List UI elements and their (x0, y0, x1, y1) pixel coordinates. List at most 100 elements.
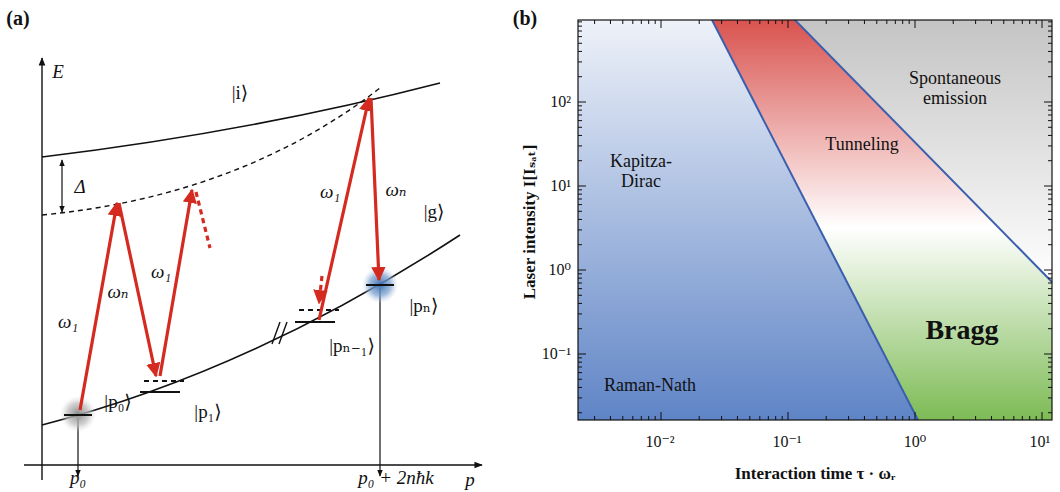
axis-tick (578, 412, 582, 413)
axis-value: p₀ + 2nħk (358, 468, 433, 489)
axis-tick (578, 362, 582, 363)
axis-tick (1048, 105, 1052, 106)
axis-tick (1048, 328, 1052, 329)
region-label: Raman-Nath (604, 376, 696, 396)
axis-tick (578, 110, 582, 111)
axis-tick (759, 20, 760, 24)
axis-tick (622, 416, 623, 420)
axis-tick (578, 194, 582, 195)
axis-tick (1048, 412, 1052, 413)
axis-tick (578, 21, 582, 22)
axis-tick (1048, 61, 1052, 62)
axis-label: E (52, 62, 64, 83)
axis-tick (1048, 127, 1052, 128)
axis-tick (1048, 110, 1052, 111)
axis-tick (578, 160, 582, 161)
axis-tick (578, 120, 582, 121)
axis-tick (1048, 295, 1052, 296)
axis-tick (578, 270, 586, 271)
axis-label: p (465, 469, 475, 490)
axis-tick (1048, 51, 1052, 52)
axis-tick (749, 416, 750, 420)
axis-tick (1044, 270, 1052, 271)
axis-tick (578, 354, 586, 355)
axis-tick (578, 31, 582, 32)
axis-tick (578, 186, 586, 187)
axis-tick (1048, 288, 1052, 289)
state-label: |pₙ⟩ (410, 296, 439, 317)
axis-value: p₀ (70, 468, 86, 489)
axis-tick (578, 189, 582, 190)
axis-tick (578, 303, 582, 304)
state-label: |g⟩ (424, 202, 445, 223)
axis-tick (721, 416, 722, 420)
axis-tick (1048, 120, 1052, 121)
axis-tick (1022, 20, 1023, 24)
frequency-label: ωₙ (107, 282, 128, 303)
axis-tick (1048, 357, 1052, 358)
axis-tick (1029, 416, 1030, 420)
axis-tick (1048, 219, 1052, 220)
axis-tick (886, 416, 887, 420)
axis-tick (1048, 43, 1052, 44)
panel-label: (b) (513, 7, 537, 29)
axis-tick (648, 20, 649, 24)
region-label: Tunneling (825, 135, 898, 155)
axis-tick (1048, 204, 1052, 205)
axis-tick (953, 416, 954, 420)
axis-tick (864, 416, 865, 420)
axis-tick (876, 20, 877, 24)
axis-tick (578, 219, 582, 220)
axis-tick (1022, 416, 1023, 420)
axis-tick (953, 20, 954, 24)
axis-tick (641, 416, 642, 420)
frequency-label: ω₁ (151, 262, 171, 283)
axis-tick (826, 20, 827, 24)
axis-tick (886, 20, 887, 24)
axis-tick (915, 20, 916, 28)
axis-tick (782, 20, 783, 24)
axis-tick (655, 20, 656, 24)
axis-tick (578, 295, 582, 296)
axis-tick (578, 135, 582, 136)
axis-tick (1048, 145, 1052, 146)
axis-tick (848, 416, 849, 420)
axis-tick (1048, 379, 1052, 380)
axis-tick (788, 412, 789, 420)
axis-tick (578, 105, 582, 106)
axis-tick (1048, 115, 1052, 116)
axis-tick (578, 379, 582, 380)
axis-tick (1029, 20, 1030, 24)
axis-tick (578, 273, 582, 274)
axis-tick (578, 61, 582, 62)
axis-tick (768, 20, 769, 24)
axis-title: Laser intensity I[Iₛₐₜ] (521, 145, 540, 300)
axis-tick (641, 20, 642, 24)
state-label: |p₁⟩ (194, 402, 221, 423)
axis-tick (1048, 135, 1052, 136)
axis-tick (661, 20, 662, 28)
axis-tick (578, 367, 582, 368)
axis-tick (578, 288, 582, 289)
axis-tick (826, 416, 827, 420)
axis-tick (578, 51, 582, 52)
axis-tick (1048, 367, 1052, 368)
axis-tick (759, 416, 760, 420)
axis-tick (1048, 26, 1052, 27)
axis-tick (699, 416, 700, 420)
axis-tick (594, 20, 595, 24)
axis-tick (1048, 189, 1052, 190)
axis-tick (737, 416, 738, 420)
frequency-label: ω₁ (320, 182, 340, 203)
tick-label: 10⁰ (549, 261, 571, 279)
axis-tick (1036, 416, 1037, 420)
tick-label: 10⁻² (645, 433, 674, 451)
axis-tick (578, 283, 582, 284)
state-label: |p₀⟩ (104, 392, 131, 413)
axis-tick (991, 416, 992, 420)
axis-tick (578, 127, 582, 128)
axis-tick (1048, 194, 1052, 195)
axis-tick (1048, 211, 1052, 212)
axis-tick (578, 244, 582, 245)
axis-tick (578, 26, 582, 27)
